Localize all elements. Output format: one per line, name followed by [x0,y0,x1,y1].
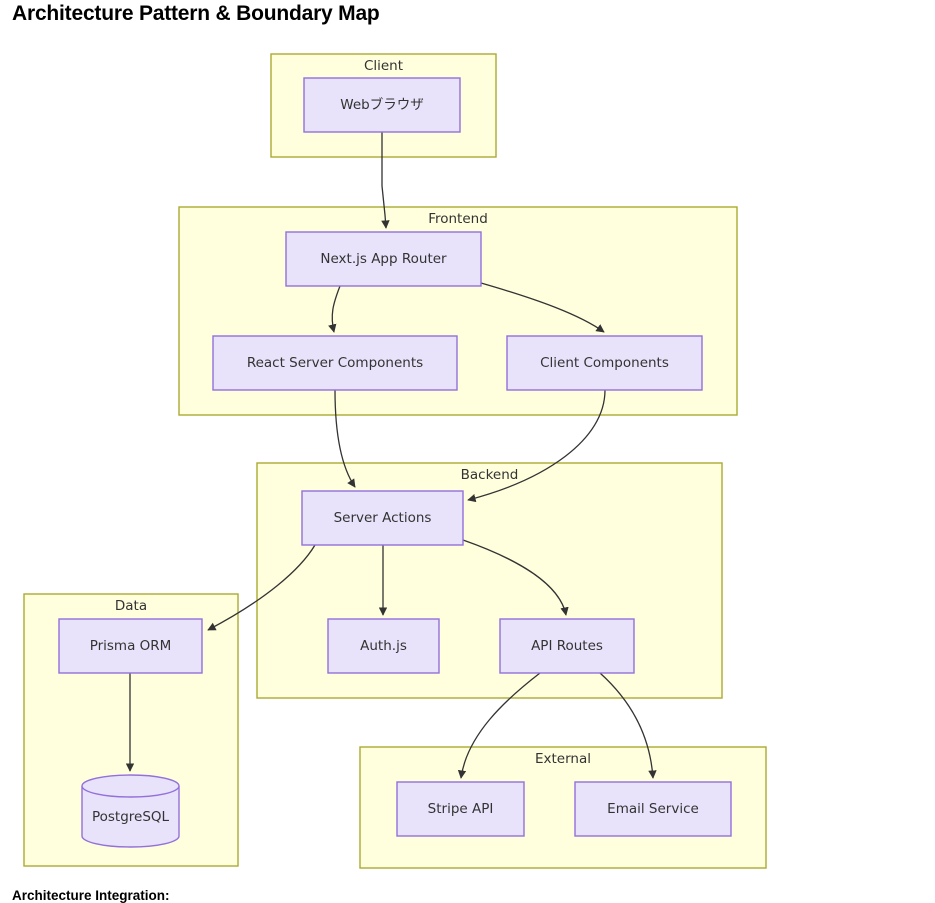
node-label-router: Next.js App Router [320,251,447,267]
node-label-authjs: Auth.js [360,638,407,654]
node-actions[interactable]: Server Actions [301,490,464,546]
edge-actions-to-prisma [207,544,316,631]
cluster-label-backend: Backend [461,467,519,483]
node-prisma[interactable]: Prisma ORM [58,618,203,674]
cluster-label-frontend: Frontend [428,211,488,227]
edge-api-to-stripe [457,672,541,779]
node-authjs[interactable]: Auth.js [327,618,440,674]
node-label-prisma: Prisma ORM [90,638,172,654]
node-stripe[interactable]: Stripe API [396,781,525,837]
node-rsc[interactable]: React Server Components [212,335,458,391]
node-postgres[interactable]: PostgreSQL [81,774,180,848]
edge-actions-to-api [462,539,569,616]
edge-group [125,132,657,779]
edge-rsc-to-actions [334,389,356,488]
node-label-stripe: Stripe API [428,801,494,817]
node-label-rsc: React Server Components [247,355,423,371]
cluster-label-external: External [535,751,591,767]
node-label-client_c: Client Components [540,355,669,371]
edge-router-to-rsc [328,285,341,333]
node-label-email: Email Service [607,801,699,817]
node-email[interactable]: Email Service [574,781,732,837]
cluster-label-client: Client [364,58,403,74]
edge-router-to-client_c [480,282,605,333]
node-label-actions: Server Actions [334,510,432,526]
node-api[interactable]: API Routes [499,618,635,674]
cluster-label-data: Data [115,598,147,614]
edge-api-to-email [599,672,657,779]
node-client_c[interactable]: Client Components [506,335,703,391]
page-title: Architecture Pattern & Boundary Map [12,2,380,25]
edge-browser-to-router [381,132,390,229]
node-router[interactable]: Next.js App Router [285,231,482,287]
node-label-api: API Routes [531,638,603,654]
node-browser[interactable]: Webブラウザ [303,77,461,133]
node-label-postgres: PostgreSQL [92,809,170,825]
node-label-browser: Webブラウザ [340,96,423,113]
edge-client_c-to-actions [467,389,606,503]
footer-note: Architecture Integration: [12,888,170,903]
